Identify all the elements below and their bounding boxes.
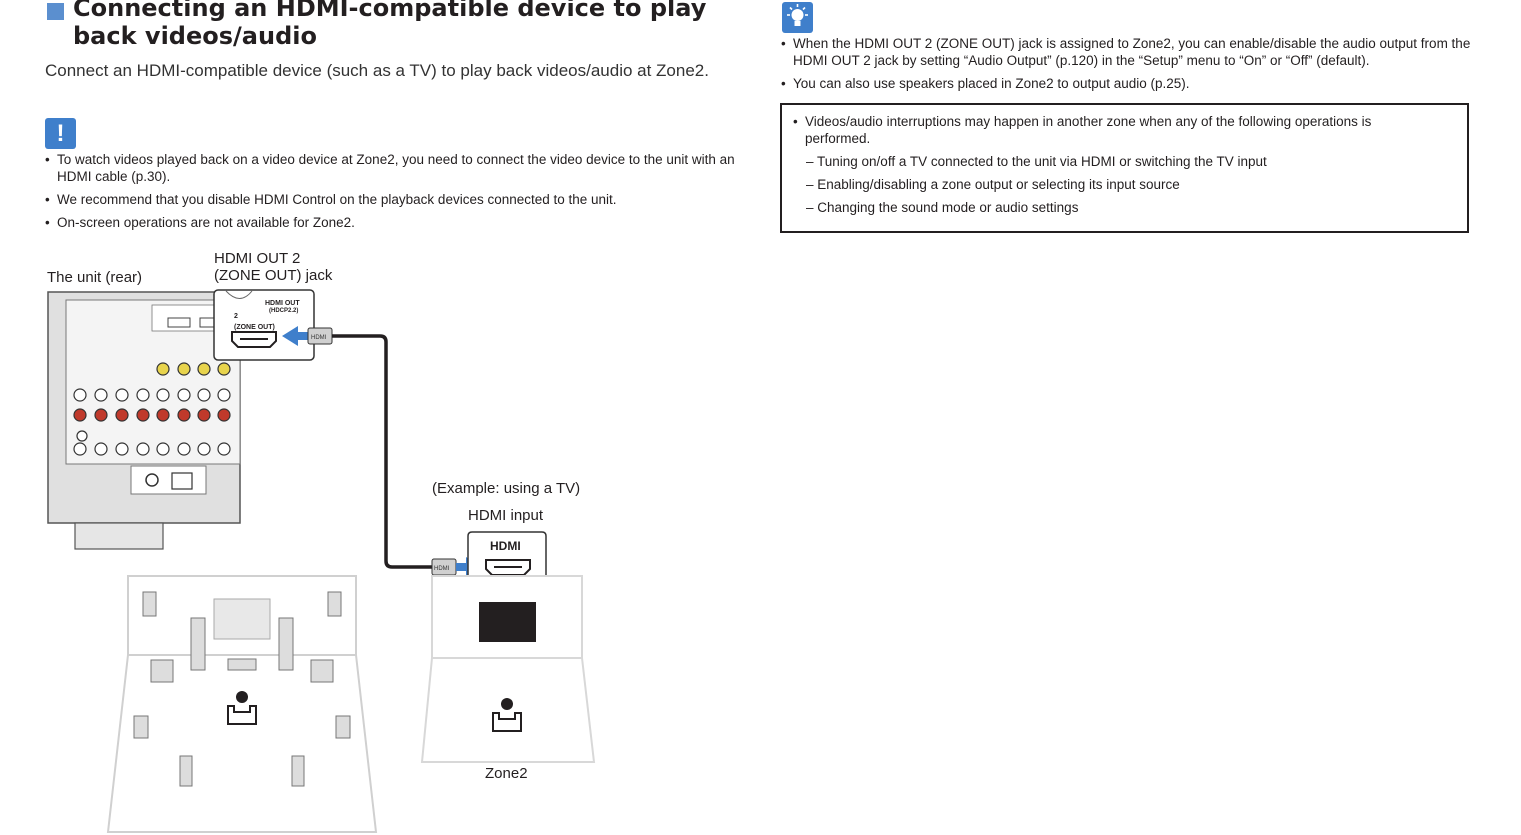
rca-jack — [217, 388, 231, 402]
tip-item: You can also use speakers placed in Zone… — [781, 75, 1481, 92]
rca-jack — [177, 362, 191, 376]
hdmi-cable: HDMI HDMI — [282, 326, 482, 577]
rca-jack — [217, 408, 231, 422]
rca-jack — [94, 408, 108, 422]
rca-jack — [156, 408, 170, 422]
unit-label: The unit (rear) — [47, 269, 143, 286]
example-label: (Example: using a TV) — [432, 480, 581, 497]
notes-list: To watch videos played back on a video d… — [45, 151, 745, 237]
section-marker — [47, 3, 64, 20]
rca-jack — [217, 442, 231, 456]
rca-jack — [197, 362, 211, 376]
rca-jack — [73, 408, 87, 422]
main-room — [106, 575, 378, 833]
rca-jack — [115, 388, 129, 402]
tv-port-title: HDMI — [490, 539, 521, 553]
rca-jack — [73, 388, 87, 402]
tip-item: When the HDMI OUT 2 (ZONE OUT) jack is a… — [781, 35, 1481, 69]
listener-icon — [227, 691, 257, 725]
section-title: Connecting an HDMI-compatible device to … — [73, 0, 707, 50]
rca-jack — [94, 388, 108, 402]
caution-subitem: – Changing the sound mode or audio setti… — [806, 200, 1079, 215]
rca-jack — [177, 388, 191, 402]
caution-item: Videos/audio interruptions may happen in… — [793, 113, 1433, 147]
plug-label: HDMI — [311, 335, 327, 341]
rca-jack — [177, 442, 191, 456]
listener-icon — [492, 698, 522, 732]
tips-list: When the HDMI OUT 2 (ZONE OUT) jack is a… — [781, 35, 1481, 98]
lightbulb-icon — [782, 2, 813, 33]
rca-jack — [197, 408, 211, 422]
note-item: On-screen operations are not available f… — [45, 214, 745, 231]
caution-subitem: – Tuning on/off a TV connected to the un… — [806, 154, 1267, 169]
exclamation-icon: ! — [45, 118, 76, 149]
note-item: To watch videos played back on a video d… — [45, 151, 745, 185]
caution-list: Videos/audio interruptions may happen in… — [793, 113, 1433, 222]
rca-jack — [115, 442, 129, 456]
note-item: We recommend that you disable HDMI Contr… — [45, 191, 745, 208]
zone-label: Zone2 — [485, 765, 528, 782]
jack-label-line1: HDMI OUT 2 — [214, 250, 301, 267]
caution-subitem: – Enabling/disabling a zone output or se… — [806, 177, 1180, 192]
jack-panel-sub: (HDCP2.2) — [269, 308, 298, 314]
jack-zone: (ZONE OUT) — [234, 324, 275, 331]
rca-jack — [197, 388, 211, 402]
arrow-left-icon — [282, 326, 308, 346]
jack-panel-title: HDMI OUT — [265, 300, 300, 307]
rca-jack — [136, 442, 150, 456]
rca-jack — [94, 442, 108, 456]
hdmi-out-callout: HDMI OUT (HDCP2.2) 2 (ZONE OUT) — [213, 289, 315, 361]
plug-label: HDMI — [434, 566, 450, 572]
tv-icon — [479, 602, 536, 642]
rca-jack — [156, 388, 170, 402]
rca-jack — [136, 388, 150, 402]
jack-label-line2: (ZONE OUT) jack — [214, 267, 333, 284]
rca-jack — [156, 442, 170, 456]
rca-jack — [177, 408, 191, 422]
rca-jack — [156, 362, 170, 376]
zone2-room — [420, 575, 596, 763]
caution-box — [780, 103, 1469, 233]
section-intro: Connect an HDMI-compatible device (such … — [45, 61, 709, 80]
rca-jack — [115, 408, 129, 422]
rca-jack — [73, 442, 87, 456]
rca-jack — [217, 362, 231, 376]
rca-jack — [136, 408, 150, 422]
rca-jack — [197, 442, 211, 456]
jack-number: 2 — [234, 313, 238, 320]
receiver-rear-panel — [47, 291, 241, 550]
tv-input-label: HDMI input — [468, 507, 544, 524]
